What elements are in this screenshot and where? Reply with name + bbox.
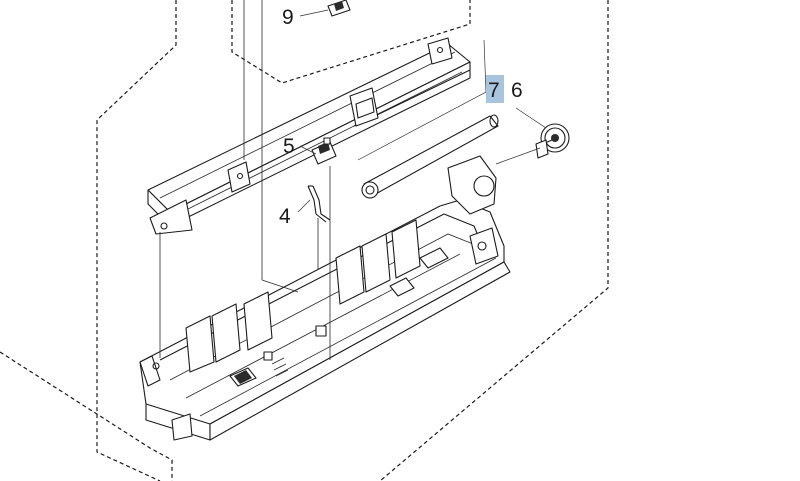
callout-7[interactable]: 7 <box>486 75 504 103</box>
part-7-roller-shaft <box>361 114 499 199</box>
selected-highlight <box>486 75 504 103</box>
assembly-link-lines <box>159 0 331 360</box>
part-5-bracket <box>311 137 337 165</box>
callout-6[interactable]: 6 <box>511 79 523 102</box>
callout-5[interactable]: 5 <box>283 135 295 158</box>
dashed-group-boundaries <box>0 0 609 481</box>
part-6-gear <box>535 123 570 159</box>
callout-7-label: 7 <box>488 79 500 102</box>
upper-guide-rail <box>147 37 471 235</box>
leader-lines <box>297 9 547 213</box>
callout-4-label: 4 <box>279 205 291 228</box>
callout-4[interactable]: 4 <box>279 205 291 228</box>
lower-frame <box>139 155 511 441</box>
part-9-latch <box>327 0 351 17</box>
callout-9[interactable]: 9 <box>282 6 294 29</box>
callout-5-label: 5 <box>283 135 295 158</box>
callout-6-label: 6 <box>511 79 523 102</box>
callout-9-label: 9 <box>282 6 294 29</box>
